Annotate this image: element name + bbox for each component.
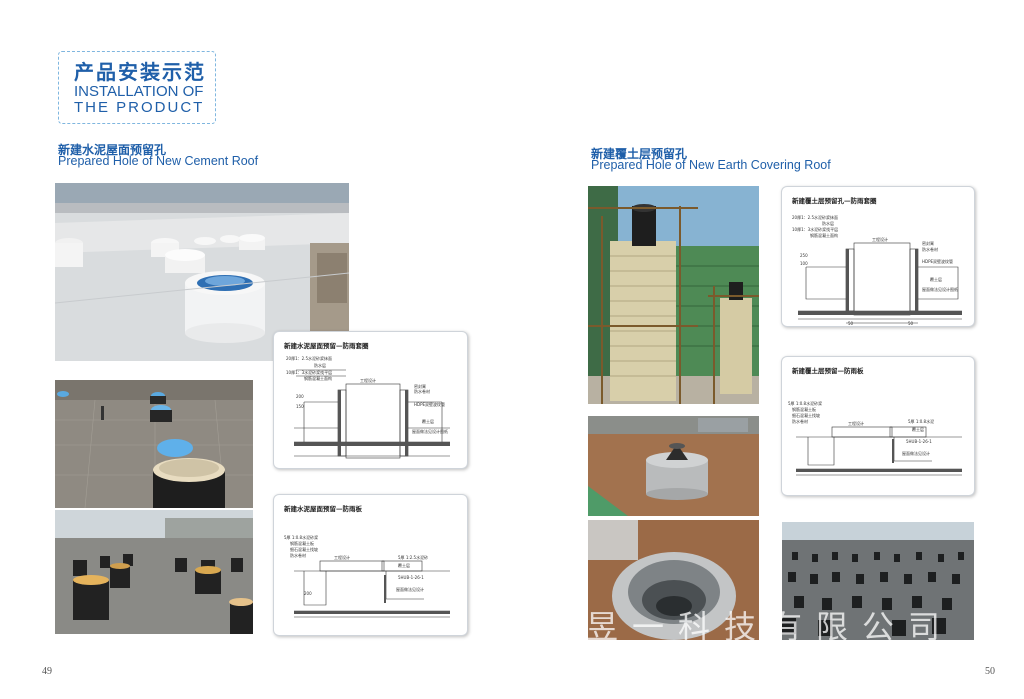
cement-roof-photo-2 [55,380,253,508]
svg-text:覆土层: 覆土层 [398,562,410,568]
svg-text:屋面做法见设计: 屋面做法见设计 [902,450,930,456]
svg-text:密封膏: 密封膏 [414,383,426,389]
earth-rain-collar-title: 新建覆土层预留孔—防雨套圈 [792,197,877,205]
svg-text:150: 150 [296,404,304,409]
svg-text:防水层: 防水层 [314,362,326,368]
earth-rain-board-title: 新建覆土层预留—防雨板 [792,367,864,375]
svg-text:钢筋混凝土面构: 钢筋混凝土面构 [304,375,332,381]
svg-text:防水层: 防水层 [822,220,834,226]
svg-text:250: 250 [800,253,808,258]
svg-text:屋面做法见设计图纸: 屋面做法见设计图纸 [412,428,448,434]
cement-rain-board-title: 新建水泥屋面预留—防雨板 [284,505,362,513]
earth-rain-board-drawing: 5厚 1:0.8水泥砂浆 钢筋混凝土板 细石混凝土找坡 防水卷材 工程设计 5厚… [781,356,975,496]
right-section-title-cn: 新建覆土层预留孔 [591,147,688,161]
cement-rain-collar-title: 新建水泥屋面预留—防雨套圈 [284,342,369,350]
earth-roof-photo-2 [588,416,759,516]
svg-text:100: 100 [800,261,808,266]
svg-text:20厚1：2.5水泥砂浆抹面: 20厚1：2.5水泥砂浆抹面 [286,355,332,361]
svg-text:工程设计: 工程设计 [360,377,376,383]
svg-text:覆土层: 覆土层 [912,426,924,432]
svg-text:防水卷材: 防水卷材 [922,246,938,252]
svg-text:防水卷材: 防水卷材 [290,552,306,558]
page-title-cn: 产品安装示范 [74,60,206,84]
svg-text:50: 50 [848,321,854,326]
svg-text:屋面做法见设计图纸: 屋面做法见设计图纸 [922,286,958,292]
svg-text:细石混凝土找坡: 细石混凝土找坡 [290,546,318,552]
svg-text:防水卷材: 防水卷材 [792,418,808,424]
svg-text:防水卷材: 防水卷材 [414,388,430,394]
svg-text:200: 200 [304,591,312,596]
svg-text:屋面做法见设计: 屋面做法见设计 [396,586,424,592]
svg-text:工程设计: 工程设计 [848,420,864,426]
svg-text:20厚1：2.5水泥砂浆抹面: 20厚1：2.5水泥砂浆抹面 [792,214,838,220]
svg-text:5厚 1:0.8水泥砂浆: 5厚 1:0.8水泥砂浆 [284,534,318,540]
svg-text:5厚 1:0.8水泥: 5厚 1:0.8水泥 [908,418,934,424]
svg-text:密封膏: 密封膏 [922,240,934,246]
cement-rain-board-drawing: 5厚 1:0.8水泥砂浆 钢筋混凝土板 细石混凝土找坡 防水卷材 工程设计 5厚… [273,494,468,636]
svg-text:细石混凝土找坡: 细石混凝土找坡 [792,412,820,418]
svg-text:工程设计: 工程设计 [334,554,350,560]
svg-text:工程设计: 工程设计 [872,236,888,242]
svg-text:钢筋混凝土板: 钢筋混凝土板 [792,406,816,412]
earth-rain-collar-drawing: 20厚1：2.5水泥砂浆抹面 防水层 10厚1：3水泥砂浆找平层 钢筋混凝土面构… [781,186,975,327]
svg-text:钢筋混凝土板: 钢筋混凝土板 [290,540,314,546]
header-title-frame [58,51,216,124]
svg-text:钢筋混凝土面构: 钢筋混凝土面构 [810,232,838,238]
svg-text:覆土层: 覆土层 [930,276,942,282]
left-section-title-en: Prepared Hole of New Cement Roof [58,154,259,168]
cement-roof-photo-3 [55,510,253,634]
page-title-en-line1: INSTALLATION OF [74,83,204,100]
svg-text:200: 200 [296,394,304,399]
svg-text:覆土层: 覆土层 [422,418,434,424]
svg-text:5厚 1:0.8水泥砂浆: 5厚 1:0.8水泥砂浆 [788,400,822,406]
svg-text:HDPE双壁波纹管: HDPE双壁波纹管 [922,258,953,264]
left-section-title-cn: 新建水泥屋面预留孔 [58,143,167,157]
svg-text:10厚1：3水泥砂浆找平层: 10厚1：3水泥砂浆找平层 [792,226,838,232]
cement-roof-photo-1 [55,183,349,361]
svg-text:5HUB-1-26-1: 5HUB-1-26-1 [398,575,424,580]
earth-roof-photo-4 [782,522,974,640]
company-watermark: 昱一科技有限公司 [586,608,955,642]
svg-text:5HUB-1-26-1: 5HUB-1-26-1 [906,439,932,444]
page-title-en-line2: THE PRODUCT [74,99,205,116]
svg-text:5厚 1:2.5水泥砂: 5厚 1:2.5水泥砂 [398,554,428,560]
svg-text:HDPE双壁波纹管: HDPE双壁波纹管 [414,401,445,407]
earth-roof-photo-1 [588,186,759,404]
earth-roof-photo-3 [588,520,759,640]
svg-text:10厚1：3水泥砂浆找平层: 10厚1：3水泥砂浆找平层 [286,369,332,375]
right-section-title-en: Prepared Hole of New Earth Covering Roof [591,158,831,172]
page-number-right: 50 [985,666,995,677]
cement-rain-collar-drawing: 20厚1：2.5水泥砂浆抹面 防水层 10厚1：3水泥砂浆找平层 钢筋混凝土面构… [273,331,468,469]
svg-text:50: 50 [908,321,914,326]
page-number-left: 49 [42,666,52,677]
